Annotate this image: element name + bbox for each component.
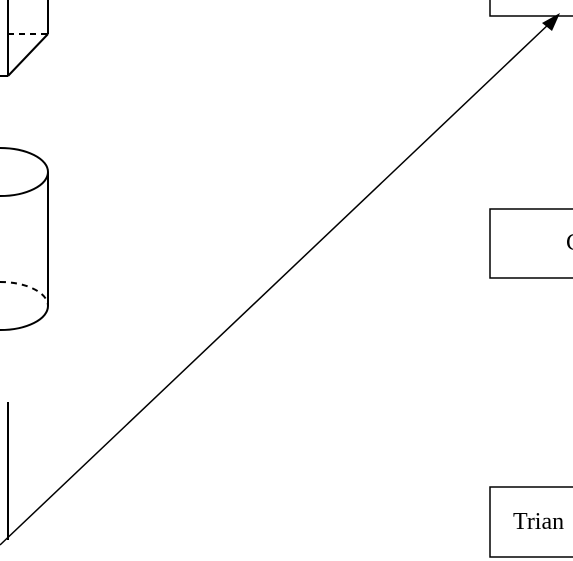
arrow-line	[0, 21, 552, 546]
matching-arrow	[0, 13, 560, 546]
bottom-name-box-outline	[489, 486, 573, 558]
bottom-name-box: Trian	[489, 486, 573, 558]
middle-box-label: C	[566, 230, 573, 256]
cylinder-bottom-hidden-arc	[0, 281, 49, 307]
prism-bottom-depth-edge	[7, 33, 49, 77]
cylinder-shape	[0, 147, 49, 331]
cylinder-bottom-front-arc	[0, 305, 49, 331]
prism-shape	[0, 0, 49, 77]
cylinder-top-ellipse	[0, 147, 49, 197]
middle-name-box: C	[489, 208, 573, 279]
top-name-box	[489, 0, 573, 17]
bottom-box-label: Trian	[513, 509, 564, 535]
top-name-box-outline	[489, 0, 573, 17]
middle-name-box-outline	[489, 208, 573, 279]
arrow-head-icon	[542, 13, 560, 31]
